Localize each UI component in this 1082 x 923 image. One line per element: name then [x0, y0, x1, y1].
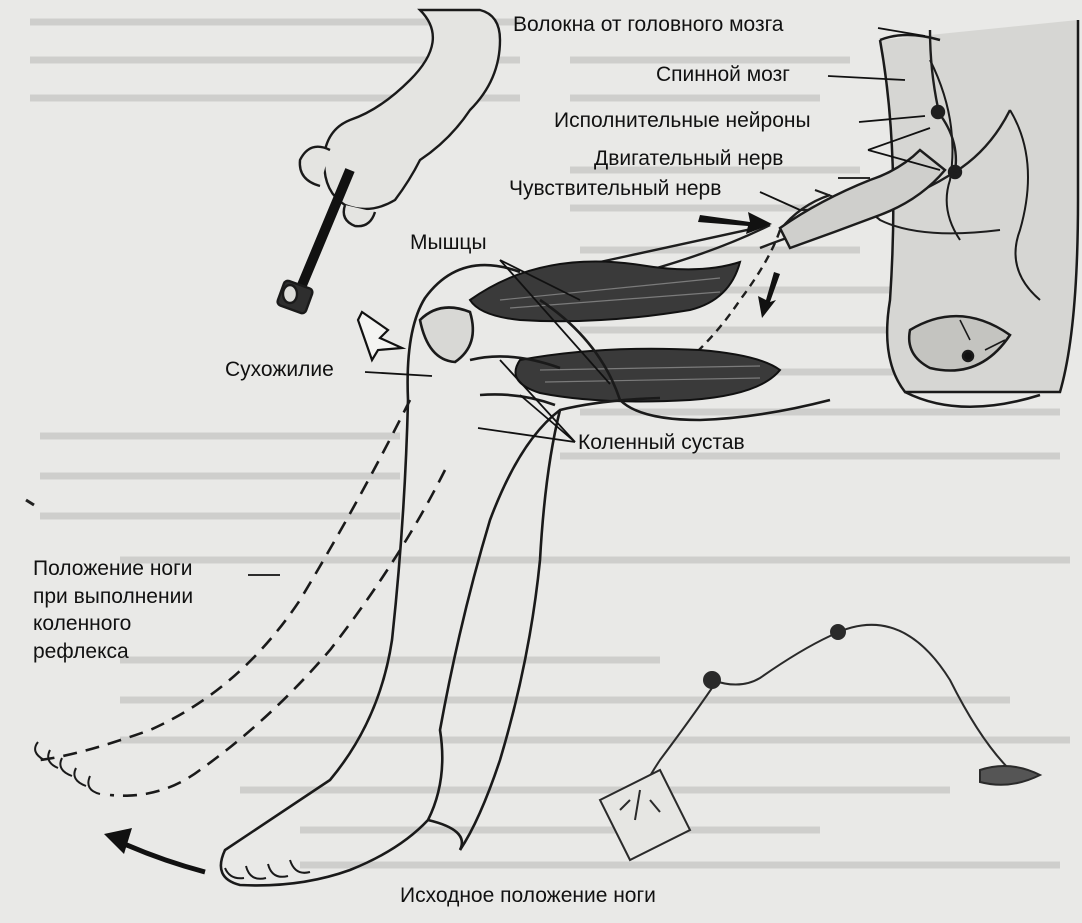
label-muscles: Мышцы — [410, 230, 487, 255]
label-brain-fibers: Волокна от головного мозга — [513, 12, 783, 37]
label-spinal-cord: Спинной мозг — [656, 62, 790, 87]
label-reflex-position-line-1: Положение ноги — [33, 555, 243, 583]
label-reflex-position: Положение ноги при выполнении коленного … — [33, 555, 243, 666]
label-motor-nerve: Двигательный нерв — [594, 146, 783, 171]
spinal-cord-illustration — [880, 20, 1078, 407]
label-knee-joint: Коленный сустав — [578, 430, 745, 455]
label-executive-neurons: Исполнительные нейроны — [554, 108, 811, 133]
label-tendon: Сухожилие — [225, 357, 334, 382]
label-sensory-nerve: Чувствительный нерв — [509, 176, 721, 201]
label-reflex-position-line-2: при выполнении — [33, 583, 243, 611]
label-reflex-position-line-3: коленного — [33, 610, 243, 638]
label-reflex-position-line-4: рефлекса — [33, 638, 243, 666]
label-initial-position: Исходное положение ноги — [400, 883, 656, 908]
